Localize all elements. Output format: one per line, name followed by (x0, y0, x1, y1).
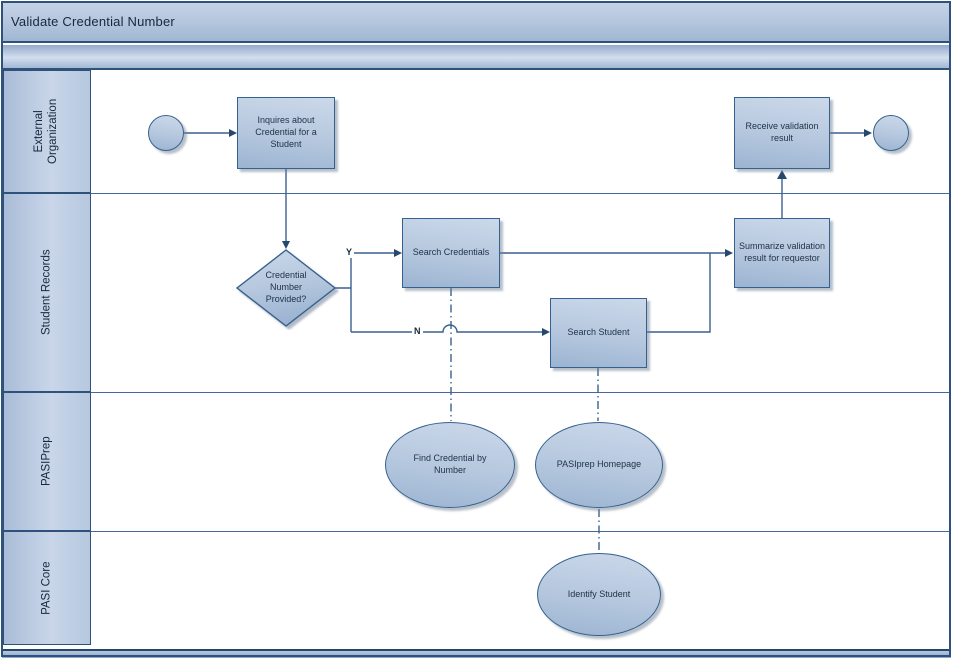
diagram-title-bar: Validate Credential Number (2, 2, 951, 43)
node-identify-student-label: Identify Student (567, 588, 631, 599)
arrowhead (229, 129, 237, 137)
node-summarize: Summarize validation result for requesto… (734, 218, 830, 288)
edge-search-student-to-summarize (647, 253, 711, 333)
node-decision-label: Credential Number Provided? (265, 270, 307, 304)
node-pasiprep-homepage-label: PASIprep Homepage (556, 459, 642, 470)
node-identify-student: Identify Student (537, 553, 661, 636)
node-summarize-label: Summarize validation result for requesto… (738, 241, 826, 263)
bottom-frame-band (2, 649, 951, 658)
node-find-credential: Find Credential by Number (385, 422, 515, 508)
arrowhead (542, 328, 550, 336)
node-inquires-label: Inquires about Credential for a Student (255, 115, 317, 149)
start-event (148, 115, 184, 151)
lane-external-organization: External Organization (3, 70, 91, 193)
node-decision (233, 246, 339, 335)
diagram-title: Validate Credential Number (11, 14, 175, 29)
edge-decision-junction (335, 253, 352, 332)
edge-label-yes: Y (344, 247, 355, 258)
node-receive: Receive validation result (734, 97, 830, 169)
node-inquires: Inquires about Credential for a Student (237, 97, 335, 169)
lane-pasi-core: PASI Core (3, 531, 91, 645)
node-pasiprep-homepage: PASIprep Homepage (535, 422, 663, 508)
node-search-credentials-label: Search Credentials (412, 247, 490, 258)
lane-divider-3 (91, 531, 951, 532)
edge-no-to-search-student (351, 324, 542, 333)
arrowhead (777, 170, 787, 179)
arrowhead (725, 249, 733, 257)
arrowhead (394, 249, 402, 257)
lane-pasiprep: PASIPrep (3, 392, 91, 531)
node-receive-label: Receive validation result (745, 121, 819, 143)
node-find-credential-label: Find Credential by Number (413, 453, 487, 475)
node-search-student-label: Search Student (567, 327, 630, 338)
header-separator-band (2, 45, 951, 70)
lane-student-records: Student Records (3, 193, 91, 392)
edge-label-no: N (412, 326, 423, 337)
node-search-student: Search Student (550, 298, 647, 368)
node-search-credentials: Search Credentials (402, 218, 500, 288)
decision-diamond (235, 249, 337, 327)
end-event (873, 115, 909, 151)
arrowhead (864, 129, 872, 137)
lane-divider-2 (91, 392, 951, 393)
arrowhead (282, 241, 290, 249)
lane-divider-1 (91, 193, 951, 194)
